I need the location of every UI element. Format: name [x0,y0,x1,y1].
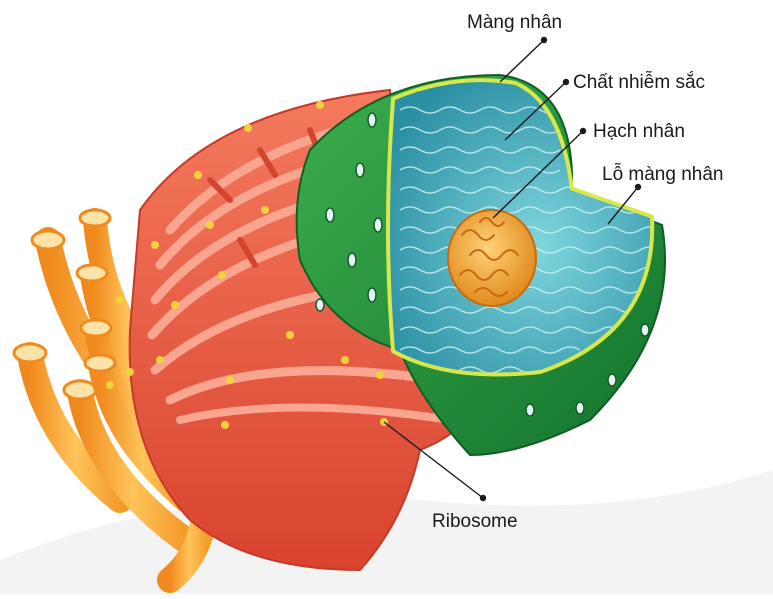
leader-line-nuclear-envelope [500,40,544,82]
nucleolus [448,210,536,306]
label-nuclear-pore: Lỗ màng nhân [602,163,724,185]
label-ribosome: Ribosome [432,511,518,532]
label-nuclear-envelope: Màng nhân [467,12,562,33]
label-nucleolus: Hạch nhân [593,121,685,142]
label-chromatin: Chất nhiễm sắc [573,71,705,93]
